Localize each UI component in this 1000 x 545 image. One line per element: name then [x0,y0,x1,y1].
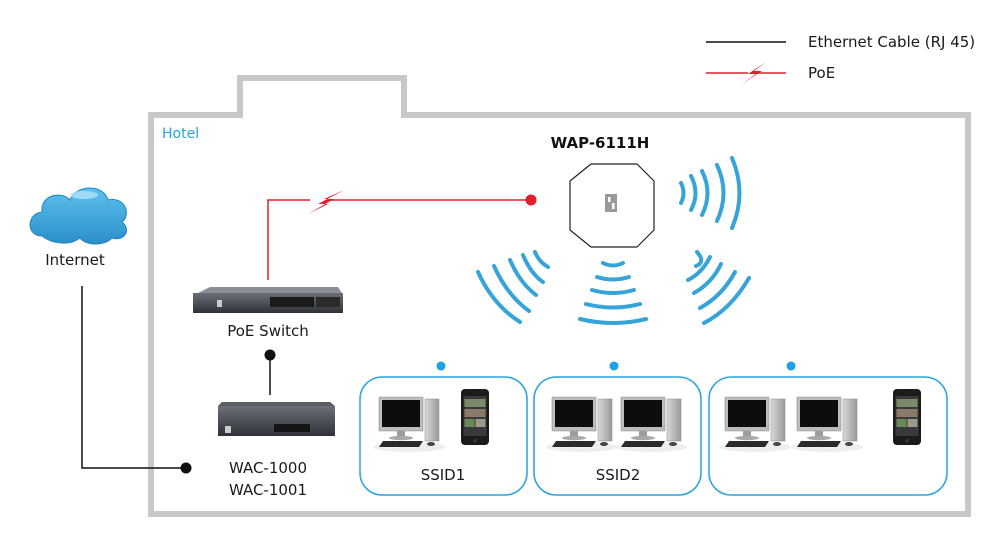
desktop-computer-icon [372,396,446,453]
ssid-indicator-dot [436,361,446,371]
internet-label: Internet [45,251,105,269]
ethernet-port-dot [180,462,192,474]
ssid-label: SSID1 [421,466,466,484]
smartphone-icon [461,389,489,445]
access-point-icon [569,163,655,248]
wireless-signal-down-icon [578,261,648,325]
level-one-logo-icon [605,194,617,212]
ssid-group-2: SSID2 [533,361,702,496]
wireless-signal-down-left-icon [476,250,550,324]
desktop-computer-icon [614,396,688,453]
legend: Ethernet Cable (RJ 45) PoE [706,33,975,84]
switch-icon [193,287,343,313]
hotel-label: Hotel [162,126,199,142]
poe-legend-icon [706,62,786,84]
ssid-group-1: SSID1 [359,361,528,496]
controller-icon [218,402,335,436]
hotel-building-outline [148,75,971,517]
ethernet-link-internet-controller [81,286,186,469]
ssid-indicator-dot [609,361,619,371]
desktop-computer-icon [790,396,864,453]
wireless-signal-down-right-icon [686,250,751,325]
poe-legend-label: PoE [808,64,835,82]
cloud-icon [29,187,127,245]
desktop-computer-icon [718,396,792,453]
smartphone-icon [893,389,921,445]
controller-label-line2: WAC-1001 [229,481,307,499]
ethernet-port-dot [264,349,276,361]
poe-switch-label: PoE Switch [227,322,309,340]
ssid-indicator-dot [786,361,796,371]
ethernet-legend-label: Ethernet Cable (RJ 45) [808,33,975,51]
ssid-label: SSID2 [596,466,641,484]
ssid-group-3 [708,361,948,496]
access-point-label: WAP-6111H [551,134,650,152]
poe-link-switch-ap [267,190,537,280]
wireless-signal-right-icon [679,156,742,230]
poe-lightning-icon [308,190,344,214]
controller-label-line1: WAC-1000 [229,459,307,477]
desktop-computer-icon [545,396,619,453]
